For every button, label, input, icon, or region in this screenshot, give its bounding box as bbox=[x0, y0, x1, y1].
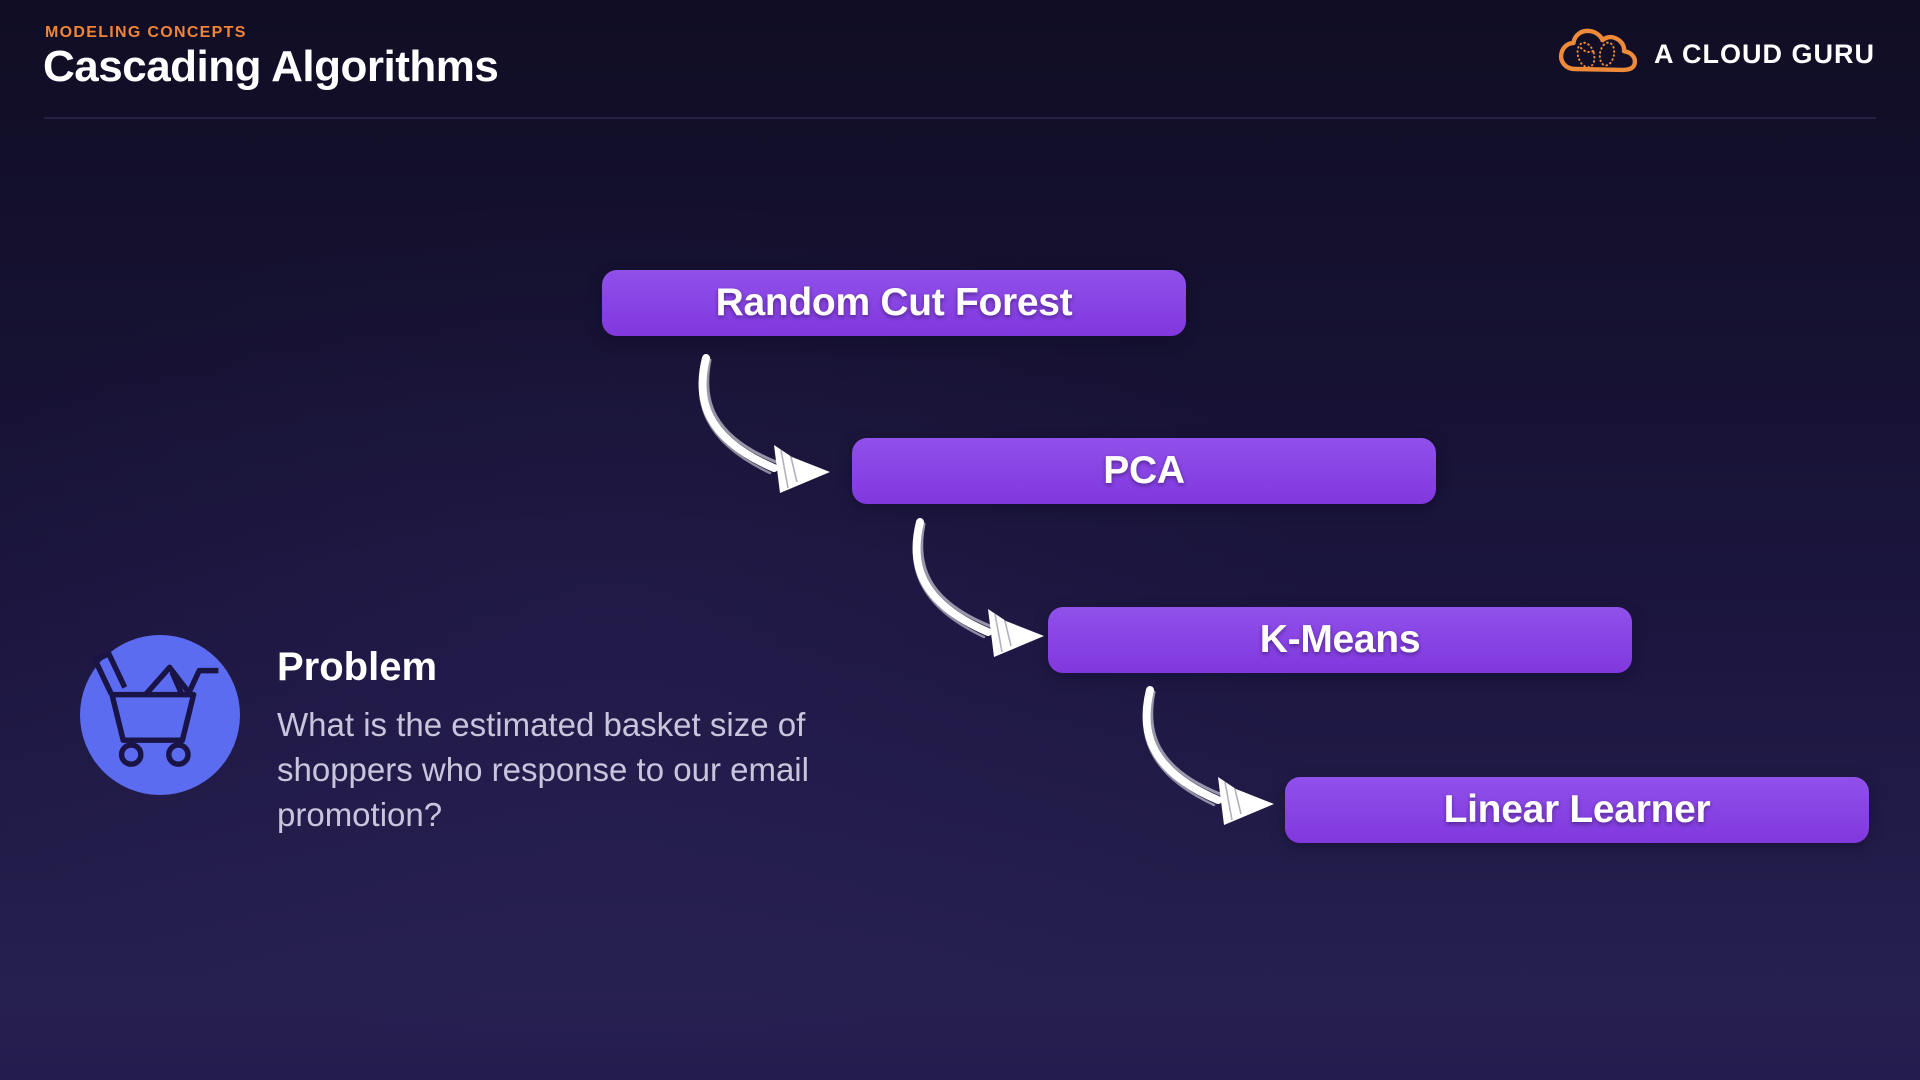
algo-box-k-means: K-Means bbox=[1048, 607, 1632, 673]
hand-drawn-arrow-icon-3 bbox=[1142, 686, 1274, 825]
algo-box-pca: PCA bbox=[852, 438, 1436, 504]
problem-line-1: What is the estimated basket size of bbox=[277, 706, 806, 743]
cloud-logo-icon bbox=[1557, 26, 1641, 83]
problem-icon-circle bbox=[80, 635, 240, 795]
brand-name: A CLOUD GURU bbox=[1654, 39, 1875, 69]
hand-drawn-arrow-icon-1 bbox=[698, 354, 830, 493]
algo-box-random-cut-forest: Random Cut Forest bbox=[602, 270, 1186, 336]
eyebrow-label: MODELING CONCEPTS bbox=[45, 24, 247, 41]
brand-logo: A CLOUD GURU bbox=[1557, 26, 1875, 83]
page-title: Cascading Algorithms bbox=[43, 42, 499, 91]
algo-box-linear-learner: Linear Learner bbox=[1285, 777, 1869, 843]
problem-heading: Problem bbox=[277, 645, 438, 689]
problem-body: What is the estimated basket size of sho… bbox=[277, 702, 809, 837]
shopping-cart-icon bbox=[80, 633, 240, 798]
header-divider bbox=[44, 117, 1876, 119]
hand-drawn-arrow-icon-2 bbox=[912, 518, 1044, 657]
problem-line-3: promotion? bbox=[277, 796, 443, 833]
problem-line-2: shoppers who response to our email bbox=[277, 751, 809, 788]
